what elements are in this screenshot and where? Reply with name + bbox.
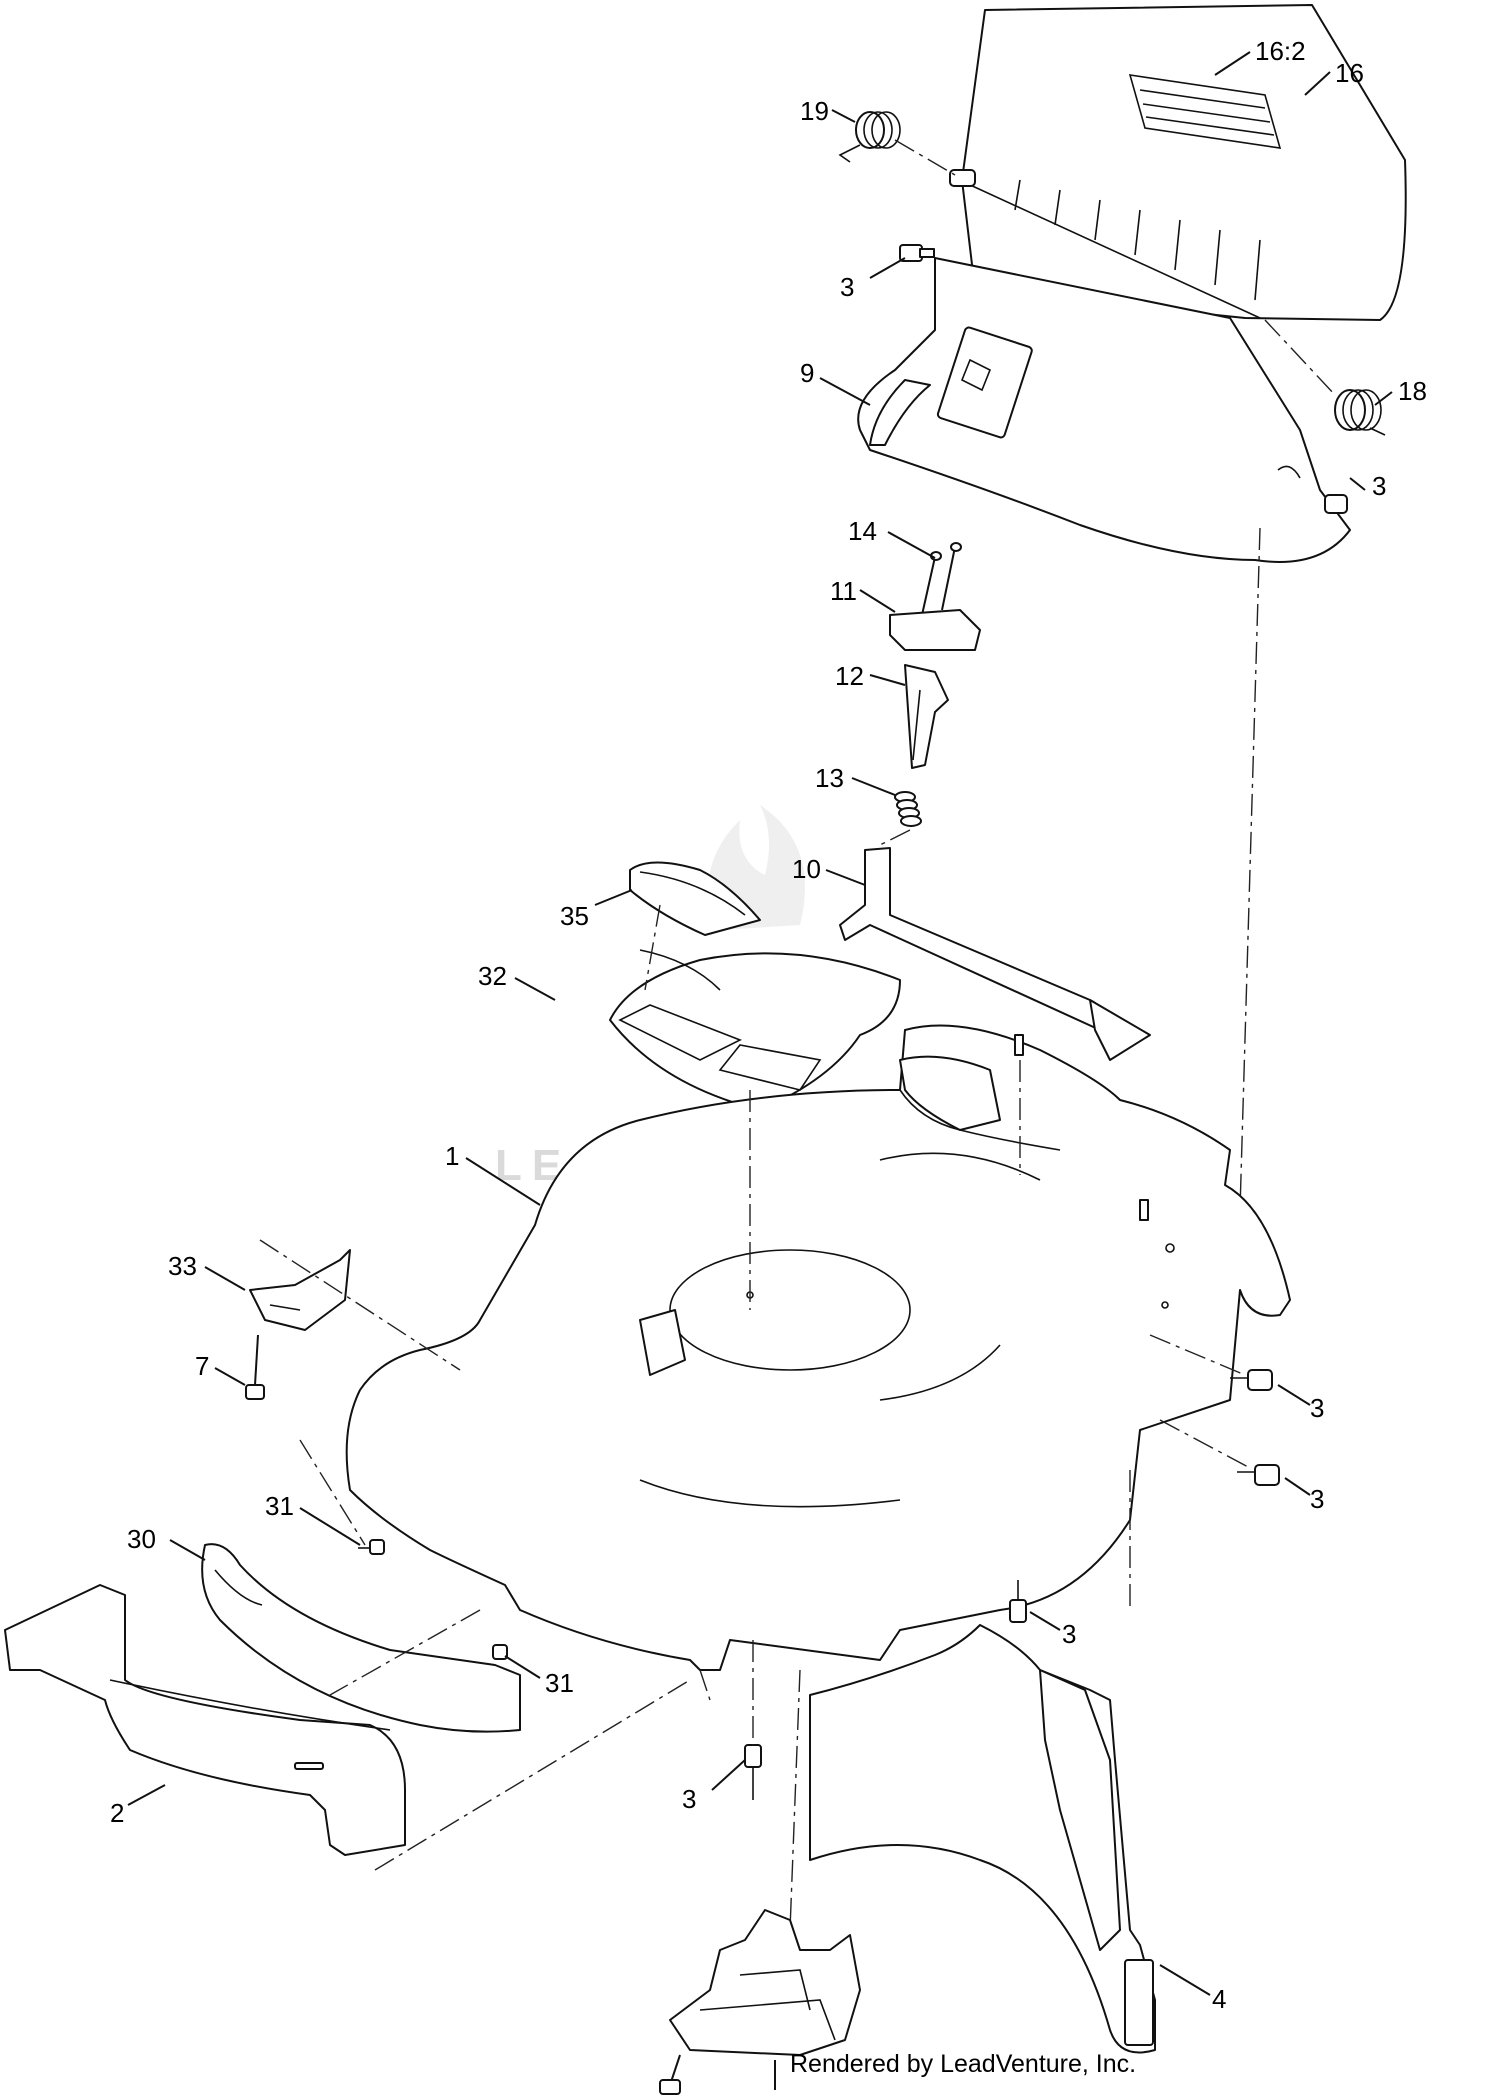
screw-14 xyxy=(921,542,962,616)
callout-4: 4 xyxy=(1212,1984,1226,2014)
callout-16-2: 16:2 xyxy=(1255,36,1306,66)
footer-credit: Rendered by LeadVenture, Inc. xyxy=(790,2050,1137,2078)
height-lever-10 xyxy=(839,847,1151,1061)
front-bumper-2 xyxy=(4,1584,406,1856)
torsion-spring-18 xyxy=(1334,389,1386,436)
callout-32: 32 xyxy=(478,961,507,991)
callout-18: 18 xyxy=(1398,376,1427,406)
callout-3-top: 3 xyxy=(840,272,854,302)
callout-12: 12 xyxy=(835,661,864,691)
callout-3-pin: 3 xyxy=(1372,471,1386,501)
decal-35 xyxy=(629,861,761,936)
spring-13 xyxy=(894,791,922,827)
decal-16-2 xyxy=(1128,74,1282,149)
callout-14: 14 xyxy=(848,516,877,546)
discharge-skirt-4 xyxy=(809,1624,1156,2054)
decal-30 xyxy=(201,1543,521,1733)
mower-deck-1 xyxy=(345,1024,1291,1671)
rear-door-16 xyxy=(949,4,1407,321)
callout-3-right-2: 3 xyxy=(1310,1484,1324,1514)
callout-31-b: 31 xyxy=(545,1668,574,1698)
bolt-3-bottom xyxy=(744,1744,762,1800)
mulch-plug-assembly xyxy=(659,1909,861,2095)
callout-13: 13 xyxy=(815,763,844,793)
vent-cover-32 xyxy=(609,949,901,1111)
adjuster-lever-12 xyxy=(904,664,949,769)
bolt-3-right-1 xyxy=(1230,1369,1273,1391)
bolt-7 xyxy=(245,1334,265,1400)
rear-shield-9 xyxy=(857,257,1351,563)
torsion-spring-19 xyxy=(838,111,901,163)
callout-16: 16 xyxy=(1335,58,1364,88)
bolt-3-right-2 xyxy=(1237,1464,1280,1486)
baffle-33 xyxy=(249,1249,351,1331)
callout-3-bottom: 3 xyxy=(682,1784,696,1814)
bolt-3-under xyxy=(1009,1580,1027,1623)
callout-31-a: 31 xyxy=(265,1491,294,1521)
callout-3-right-1: 3 xyxy=(1310,1393,1324,1423)
callout-35: 35 xyxy=(560,901,589,931)
callout-11: 11 xyxy=(830,576,857,606)
callout-9: 9 xyxy=(800,358,814,388)
callout-30: 30 xyxy=(127,1524,156,1554)
callout-10: 10 xyxy=(792,854,821,884)
screw-31-a xyxy=(358,1539,385,1555)
screw-31-b xyxy=(492,1644,508,1660)
callout-3-under: 3 xyxy=(1062,1619,1076,1649)
callout-2: 2 xyxy=(110,1798,124,1828)
callout-33: 33 xyxy=(168,1251,197,1281)
knob-cap-11 xyxy=(889,609,981,651)
bolt-3-pin xyxy=(1277,465,1348,514)
callout-1: 1 xyxy=(445,1141,459,1171)
bolt-3-top xyxy=(899,244,935,262)
callout-19: 19 xyxy=(800,96,829,126)
callout-7: 7 xyxy=(195,1351,209,1381)
